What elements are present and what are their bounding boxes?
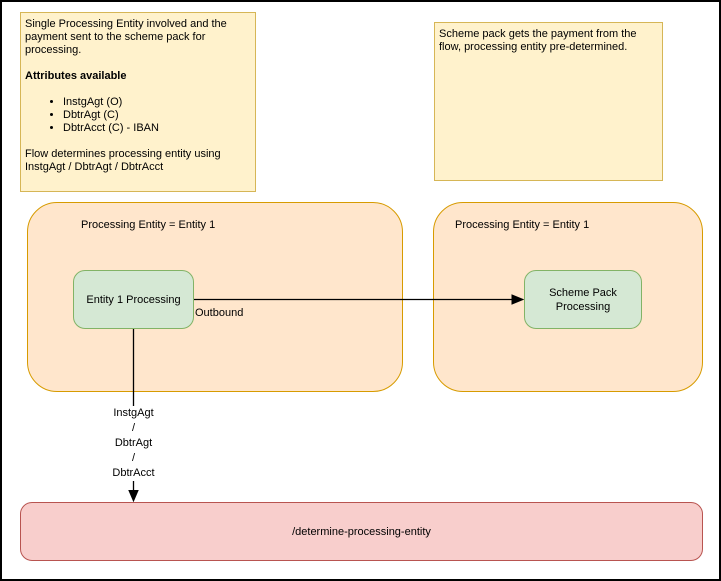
determine-label-line-4: / [131, 452, 136, 464]
attribute-list: InstgAgt (O) DbtrAgt (C) DbtrAcct (C) - … [25, 96, 251, 135]
node-scheme-pack-processing-label: Scheme Pack Processing [549, 286, 617, 313]
node-entity1-processing[interactable]: Entity 1 Processing [73, 270, 194, 329]
container-processing-entity-right[interactable]: Processing Entity = Entity 1 [433, 202, 703, 392]
attribute-item-dbtragt: DbtrAgt (C) [63, 109, 251, 122]
note-footer-text: Flow determines processing entity using … [25, 148, 221, 173]
endpoint-label: /determine-processing-entity [292, 525, 431, 538]
note-single-processing-entity[interactable]: Single Processing Entity involved and th… [20, 12, 256, 192]
note-attributes-heading: Attributes available [25, 70, 127, 82]
attribute-item-dbtracct: DbtrAcct (C) - IBAN [63, 122, 251, 135]
note-scheme-pack[interactable]: Scheme pack gets the payment from the fl… [434, 22, 663, 181]
determine-label-line-1: InstgAgt [113, 407, 154, 419]
attribute-item-instgagt: InstgAgt (O) [63, 96, 251, 109]
edge-label-determine-attributes: InstgAgt / DbtrAgt / DbtrAcct [98, 406, 169, 481]
determine-label-line-3: DbtrAgt [114, 437, 153, 449]
node-scheme-pack-processing[interactable]: Scheme Pack Processing [524, 270, 642, 329]
container-left-label: Processing Entity = Entity 1 [81, 219, 216, 231]
node-determine-processing-entity[interactable]: /determine-processing-entity [20, 502, 703, 561]
node-entity1-processing-label: Entity 1 Processing [86, 293, 181, 306]
note-scheme-pack-text: Scheme pack gets the payment from the fl… [439, 28, 637, 53]
determine-label-line-5: DbtrAcct [112, 467, 155, 479]
container-right-label: Processing Entity = Entity 1 [455, 219, 590, 231]
note-intro-text: Single Processing Entity involved and th… [25, 18, 227, 56]
determine-label-line-2: / [131, 422, 136, 434]
edge-label-outbound: Outbound [195, 307, 244, 319]
